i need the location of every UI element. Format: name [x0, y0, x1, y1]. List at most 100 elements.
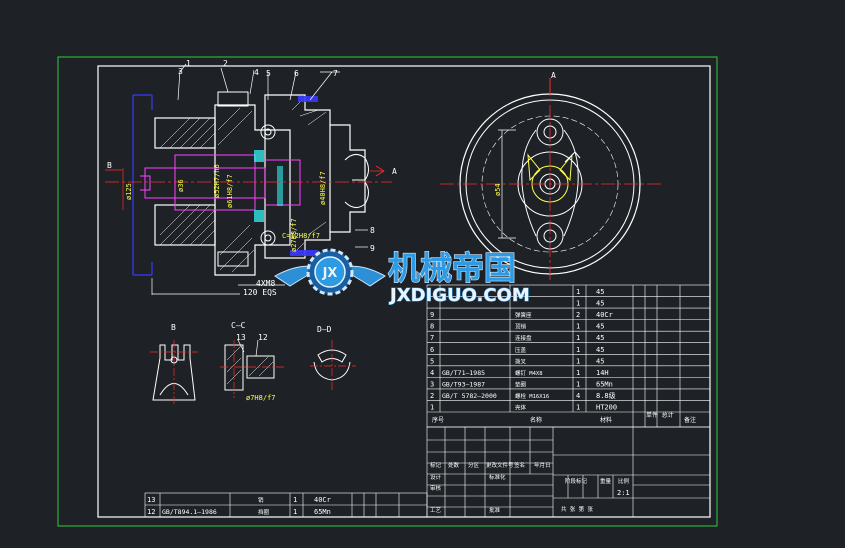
callout-9: 9	[370, 244, 375, 253]
parts-row-std: GB/T 5782—2000	[442, 392, 497, 400]
tb-label-review: 审核	[430, 484, 442, 492]
title-block-grid	[426, 426, 711, 518]
parts-row-material: 40Cr	[596, 311, 613, 319]
parts-row-no: 4	[430, 369, 434, 377]
watermark-chinese: 机械帝国	[388, 249, 516, 287]
detail-label-cc: C—C	[231, 321, 246, 330]
watermark: JX 机械帝国 JXDIGUO.COM	[274, 248, 530, 307]
parts-row-name: 壳体	[515, 404, 527, 412]
parts-row-name: 螺栓 M16X16	[515, 392, 549, 400]
dim-d27: ø27H8/f7	[290, 218, 298, 252]
part-number-5: 5	[266, 69, 271, 78]
dim-d40: ø40H8/f7	[319, 171, 327, 205]
parts-row-material: 45	[596, 323, 604, 331]
parts-row-qty: 1	[576, 323, 580, 331]
detail-label-b: B	[171, 323, 176, 332]
tb-label-date: 年月日	[534, 461, 551, 469]
small-row-qty: 1	[293, 508, 297, 516]
parts-row-name: 连接盘	[515, 334, 532, 342]
part-number-6: 6	[294, 69, 299, 78]
parts-row-qty: 1	[576, 404, 580, 412]
tb-label-standard: 标准化	[489, 473, 506, 481]
parts-row-material: 14H	[596, 369, 609, 377]
dim-d125: ø125	[125, 183, 133, 200]
parts-row-qty: 1	[576, 346, 580, 354]
tb-sheet-text: 共 张 第 张	[561, 505, 593, 513]
parts-row-std: GB/T93—1987	[442, 380, 485, 388]
dim-d61: ø61H8/f7	[226, 174, 234, 208]
small-row-no: 12	[147, 508, 155, 516]
detail-view-b	[150, 340, 198, 405]
main-section-view	[105, 63, 392, 295]
watermark-badge: JX	[322, 266, 338, 281]
parts-row-qty: 1	[576, 380, 580, 388]
callout-8: 8	[370, 226, 375, 235]
tb-scale-label: 比例	[618, 477, 630, 485]
parts-header-remark: 备注	[684, 416, 696, 424]
parts-row-qty: 2	[576, 311, 580, 319]
dim-4xm8: 4XM8	[256, 279, 275, 288]
parts-row-material: 8.8级	[596, 391, 616, 400]
parts-row-qty: 1	[576, 357, 580, 365]
watermark-english: JXDIGUO.COM	[388, 285, 530, 306]
tb-label-process: 工艺	[430, 507, 442, 514]
parts-row-no: 8	[430, 323, 434, 331]
side-view	[440, 78, 662, 282]
tb-scale: 2:1	[617, 489, 630, 497]
parts-header-name: 名称	[530, 416, 542, 424]
parts-row-no: 7	[430, 334, 434, 342]
parts-header-material: 材料	[600, 416, 612, 424]
small-row-name: 挡圈	[258, 508, 270, 516]
tb-label-design: 设计	[430, 473, 442, 481]
parts-row-name: 垫圈	[515, 380, 527, 388]
side-view-label-a: A	[551, 71, 556, 80]
parts-list-grid	[426, 284, 711, 428]
parts-row-name: 拨叉	[515, 357, 527, 365]
dim-c12: C=12H8/f7	[282, 232, 320, 240]
parts-row-name: 压盖	[515, 346, 527, 354]
parts-row-name: 弹簧座	[515, 311, 532, 319]
parts-row-qty: 1	[576, 369, 580, 377]
detail-label-dd: D—D	[317, 325, 332, 334]
parts-row-material: 45	[596, 334, 604, 342]
small-row-material: 65Mn	[314, 508, 331, 516]
parts-row-material: 45	[596, 357, 604, 365]
cc-dim: ø7H8/f7	[246, 394, 276, 402]
small-list-grid	[144, 492, 428, 518]
detail-view-dd	[310, 340, 356, 390]
parts-row-name: 顶销	[515, 323, 527, 331]
parts-row-qty: 1	[576, 300, 580, 308]
parts-row-qty: 4	[576, 392, 580, 400]
section-label-a: A	[392, 167, 397, 176]
parts-row-no: 9	[430, 311, 434, 319]
parts-row-name: 螺钉 M4X8	[515, 369, 543, 377]
dim-d36: ø36	[177, 179, 185, 192]
parts-row-no: 3	[430, 380, 434, 388]
tb-label-sign: 签名	[514, 461, 525, 469]
parts-row-material: 65Mn	[596, 380, 613, 388]
small-row-material: 40Cr	[314, 496, 331, 504]
parts-row-no: 1	[430, 404, 434, 412]
dim-120-eqs: 120 EQS	[243, 288, 277, 297]
small-row-no: 13	[147, 496, 155, 504]
tb-label-count: 处数	[448, 461, 460, 469]
parts-header-no: 序号	[432, 416, 444, 424]
cc-part-13: 13	[236, 333, 246, 342]
part-number-4: 4	[254, 68, 259, 77]
parts-row-std: GB/T71—1985	[442, 369, 485, 377]
detail-view-cc	[220, 339, 285, 398]
cc-part-12: 12	[258, 333, 268, 342]
small-row-name: 销	[258, 496, 264, 504]
small-row-qty: 1	[293, 496, 297, 504]
parts-row-qty: 1	[576, 334, 580, 342]
tb-label-approve: 批准	[489, 506, 501, 514]
part-number-2: 2	[223, 59, 228, 68]
section-label-b: B	[107, 161, 112, 170]
tb-stage-label: 阶段标记	[565, 477, 588, 485]
tb-label-zone: 分区	[468, 461, 480, 469]
parts-row-no: 5	[430, 357, 434, 365]
tb-label-change: 更改文件号	[486, 461, 514, 469]
